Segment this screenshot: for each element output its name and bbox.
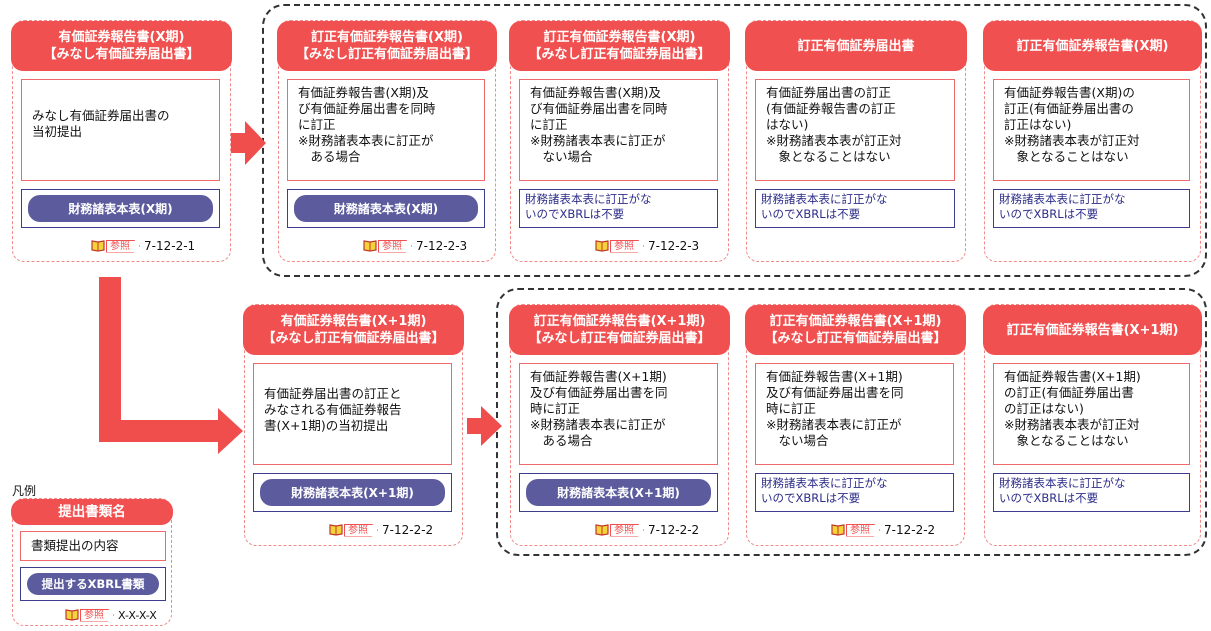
- xbrl-note-box: 財務諸表本表に訂正がな いのでXBRLは不要: [993, 473, 1190, 512]
- reference-tag: 参照: [378, 239, 412, 253]
- xbrl-note-box: 財務諸表本表に訂正がな いのでXBRLは不要: [755, 189, 955, 228]
- xbrl-pill: 財務諸表本表(X期): [294, 195, 478, 222]
- legend-xbrl-pill: 提出するXBRL書類: [27, 573, 159, 595]
- legend-title: 凡例: [12, 484, 37, 498]
- legend-reference: 参照 X-X-X-X: [65, 608, 157, 622]
- arrow-x-to-x1: [99, 277, 243, 454]
- xbrl-not-required-note: 財務諸表本表に訂正がな いのでXBRLは不要: [999, 192, 1126, 221]
- header-line-1: 訂正有価証券報告書(X期): [543, 30, 696, 45]
- xbrl-not-required-note: 財務諸表本表に訂正がな いのでXBRLは不要: [761, 476, 888, 505]
- header-line-2: 【みなし訂正有価証券届出書】: [295, 47, 478, 62]
- book-icon: [831, 524, 845, 536]
- xbrl-pill: 財務諸表本表(X+1期): [526, 479, 711, 506]
- header-line-2: 【みなし訂正有価証券届出書】: [764, 331, 947, 346]
- xbrl-document: 財務諸表本表(X+1期): [519, 473, 718, 512]
- reference-tag: 参照: [80, 608, 114, 622]
- reference-number: 7-12-2-3: [648, 239, 700, 253]
- reference-number: X-X-X-X: [118, 608, 157, 622]
- card-correction-x1-with-fs: 訂正有価証券報告書(X+1期) 【みなし訂正有価証券届出書】 有価証券報告書(X…: [509, 304, 730, 546]
- reference-tag: 参照: [610, 523, 644, 537]
- legend-xbrl: 提出するXBRL書類: [20, 567, 166, 601]
- header-line-2: 【みなし訂正有価証券届出書】: [262, 331, 445, 346]
- header-line-1: 訂正有価証券報告書(X期): [1016, 38, 1169, 54]
- header-line-1: 訂正有価証券届出書: [797, 38, 915, 54]
- card-header: 訂正有価証券報告書(X期): [983, 21, 1202, 71]
- arrow-x1-to-corrections: [467, 406, 502, 446]
- reference-tag: 参照: [846, 523, 880, 537]
- card-correction-registration: 訂正有価証券届出書 有価証券届出書の訂正 (有価証券報告書の訂正 はない) ※財…: [745, 20, 967, 262]
- reference-link[interactable]: 参照 7-12-2-3: [595, 239, 699, 253]
- header-line-1: 訂正有価証券報告書(X+1期): [1006, 322, 1179, 338]
- header-line-1: 訂正有価証券報告書(X+1期): [769, 314, 942, 329]
- xbrl-note-box: 財務諸表本表に訂正がな いのでXBRLは不要: [755, 473, 954, 512]
- submission-content: 有価証券届出書の訂正と みなされる有価証券報告 書(X+1期)の当初提出: [253, 363, 452, 465]
- reference-number: 7-12-2-1: [144, 239, 196, 253]
- card-header: 有価証券報告書(X期) 【みなし有価証券届出書】: [11, 21, 232, 71]
- reference-tag: 参照: [610, 239, 644, 253]
- xbrl-pill: 財務諸表本表(X期): [28, 195, 213, 222]
- legend-header: 提出書類名: [11, 499, 173, 525]
- submission-content: みなし有価証券届出書の 当初提出: [21, 79, 220, 181]
- submission-content: 有価証券報告書(X+1期) 及び有価証券届出書を同 時に訂正 ※財務諸表本表に訂…: [755, 363, 954, 465]
- reference-link[interactable]: 参照 7-12-2-2: [831, 523, 935, 537]
- xbrl-not-required-note: 財務諸表本表に訂正がな いのでXBRLは不要: [999, 476, 1126, 505]
- xbrl-document: 財務諸表本表(X期): [287, 189, 485, 228]
- card-header: 訂正有価証券報告書(X+1期): [983, 305, 1202, 355]
- card-correction-x1-no-fs: 訂正有価証券報告書(X+1期) 【みなし訂正有価証券届出書】 有価証券報告書(X…: [745, 304, 966, 546]
- submission-content: 有価証券届出書の訂正 (有価証券報告書の訂正 はない) ※財務諸表本表が訂正対 …: [755, 79, 955, 181]
- reference-number: 7-12-2-2: [884, 523, 936, 537]
- book-icon: [595, 240, 609, 252]
- card-header: 訂正有価証券報告書(X+1期) 【みなし訂正有価証券届出書】: [745, 305, 966, 355]
- header-line-2: 【みなし訂正有価証券届出書】: [528, 331, 711, 346]
- header-line-2: 【みなし訂正有価証券届出書】: [528, 47, 711, 62]
- submission-content: 有価証券報告書(X期)及 び有価証券届出書を同時 に訂正 ※財務諸表本表に訂正が…: [519, 79, 718, 181]
- card-report-x1: 有価証券報告書(X+1期) 【みなし訂正有価証券届出書】 有価証券届出書の訂正と…: [243, 304, 464, 546]
- xbrl-pill: 財務諸表本表(X+1期): [260, 479, 445, 506]
- card-header: 有価証券報告書(X+1期) 【みなし訂正有価証券届出書】: [243, 305, 464, 355]
- card-correction-x-with-fs: 訂正有価証券報告書(X期) 【みなし訂正有価証券届出書】 有価証券報告書(X期)…: [277, 20, 497, 262]
- xbrl-document: 財務諸表本表(X期): [21, 189, 220, 228]
- reference-link[interactable]: 参照 7-12-2-2: [595, 523, 699, 537]
- reference-number: 7-12-2-3: [416, 239, 468, 253]
- card-correction-report-x1: 訂正有価証券報告書(X+1期) 有価証券報告書(X+1期) の訂正(有価証券届出…: [983, 304, 1202, 546]
- card-correction-report-x: 訂正有価証券報告書(X期) 有価証券報告書(X期)の 訂正(有価証券届出書の 訂…: [983, 20, 1202, 262]
- header-line-1: 有価証券報告書(X+1期): [280, 314, 427, 329]
- reference-link[interactable]: 参照 7-12-2-1: [91, 239, 195, 253]
- reference-tag: 参照: [106, 239, 140, 253]
- xbrl-not-required-note: 財務諸表本表に訂正がな いのでXBRLは不要: [761, 192, 888, 221]
- header-line-2: 【みなし有価証券届出書】: [43, 47, 200, 62]
- reference-number: 7-12-2-2: [648, 523, 700, 537]
- header-line-1: 訂正有価証券報告書(X+1期): [533, 314, 706, 329]
- arrow-x-to-corrections: [228, 121, 266, 165]
- book-icon: [595, 524, 609, 536]
- submission-content: 有価証券報告書(X期)の 訂正(有価証券届出書の 訂正はない) ※財務諸表本表が…: [993, 79, 1190, 181]
- card-report-x: 有価証券報告書(X期) 【みなし有価証券届出書】 みなし有価証券届出書の 当初提…: [11, 20, 232, 262]
- card-header: 訂正有価証券届出書: [745, 21, 967, 71]
- reference-number: 7-12-2-2: [382, 523, 434, 537]
- submission-content: 有価証券報告書(X+1期) の訂正(有価証券届出書 の訂正はない) ※財務諸表本…: [993, 363, 1190, 465]
- card-header: 訂正有価証券報告書(X期) 【みなし訂正有価証券届出書】: [509, 21, 730, 71]
- xbrl-document: 財務諸表本表(X+1期): [253, 473, 452, 512]
- book-icon: [65, 609, 79, 621]
- book-icon: [91, 240, 105, 252]
- card-header: 訂正有価証券報告書(X期) 【みなし訂正有価証券届出書】: [277, 21, 497, 71]
- reference-link[interactable]: 参照 7-12-2-2: [329, 523, 433, 537]
- legend-content: 書類提出の内容: [20, 531, 166, 561]
- xbrl-note-box: 財務諸表本表に訂正がな いのでXBRLは不要: [993, 189, 1190, 228]
- book-icon: [329, 524, 343, 536]
- legend-card: 提出書類名 書類提出の内容 提出するXBRL書類 参照 X-X-X-X: [11, 498, 173, 626]
- reference-tag: 参照: [344, 523, 378, 537]
- submission-content: 有価証券報告書(X期)及 び有価証券届出書を同時 に訂正 ※財務諸表本表に訂正が…: [287, 79, 485, 181]
- xbrl-not-required-note: 財務諸表本表に訂正がな いのでXBRLは不要: [525, 192, 652, 221]
- header-line-1: 訂正有価証券報告書(X期): [311, 30, 463, 45]
- book-icon: [363, 240, 377, 252]
- card-correction-x-no-fs: 訂正有価証券報告書(X期) 【みなし訂正有価証券届出書】 有価証券報告書(X期)…: [509, 20, 730, 262]
- header-line-1: 有価証券報告書(X期): [58, 30, 185, 45]
- reference-link[interactable]: 参照 7-12-2-3: [363, 239, 467, 253]
- xbrl-note-box: 財務諸表本表に訂正がな いのでXBRLは不要: [519, 189, 718, 228]
- submission-content: 有価証券報告書(X+1期) 及び有価証券届出書を同 時に訂正 ※財務諸表本表に訂…: [519, 363, 718, 465]
- card-header: 訂正有価証券報告書(X+1期) 【みなし訂正有価証券届出書】: [509, 305, 730, 355]
